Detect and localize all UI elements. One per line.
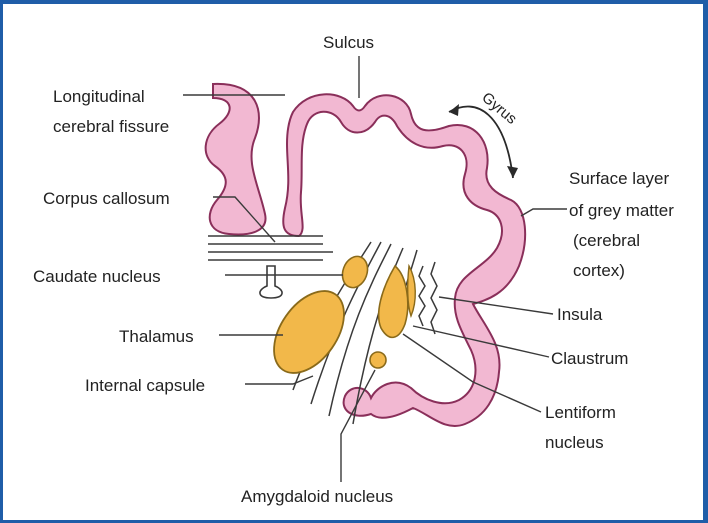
globus-pallidus-shape xyxy=(408,266,416,316)
corpus-callosum xyxy=(208,236,333,260)
insula-edge xyxy=(431,262,437,334)
label-gyrus: Gyrus xyxy=(478,89,520,128)
label-surface-line2: of grey matter xyxy=(569,201,674,220)
label-surface-line4: cortex) xyxy=(573,261,625,280)
claustrum-shape xyxy=(419,266,425,326)
label-longitudinal-line1: Longitudinal xyxy=(53,87,145,106)
label-internal-capsule: Internal capsule xyxy=(85,376,205,395)
amygdaloid-nucleus-shape xyxy=(370,352,386,368)
diagram-svg: Sulcus Gyrus Longitudinal cerebral fissu… xyxy=(3,4,703,520)
label-surface-line3: (cerebral xyxy=(573,231,640,250)
label-corpus-callosum: Corpus callosum xyxy=(43,189,170,208)
label-amygdaloid-nucleus: Amygdaloid nucleus xyxy=(241,487,393,506)
lentiform-nucleus-shape xyxy=(379,266,408,337)
label-thalamus: Thalamus xyxy=(119,327,194,346)
label-insula: Insula xyxy=(557,305,603,324)
gyrus-arrowhead-end-icon xyxy=(507,166,518,178)
gyrus-arrowhead-start-icon xyxy=(449,104,459,116)
label-caudate-nucleus: Caudate nucleus xyxy=(33,267,161,286)
label-claustrum: Claustrum xyxy=(551,349,628,368)
label-longitudinal-line2: cerebral fissure xyxy=(53,117,169,136)
fornix-structure xyxy=(260,266,282,298)
label-surface-line1: Surface layer xyxy=(569,169,669,188)
label-lentiform-line1: Lentiform xyxy=(545,403,616,422)
left-hemisphere-cortex xyxy=(206,84,266,235)
label-lentiform-line2: nucleus xyxy=(545,433,604,452)
label-sulcus: Sulcus xyxy=(323,33,374,52)
